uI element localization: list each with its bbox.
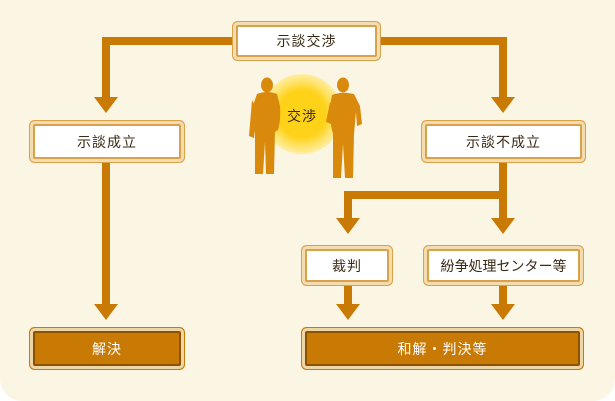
negotiation-label: 交渉 xyxy=(262,106,342,126)
node-settlement-negotiation: 示談交渉 xyxy=(236,25,377,57)
node-settlement-failed: 示談不成立 xyxy=(425,124,582,159)
arrowhead-option2-result xyxy=(491,304,515,320)
connector-top-left xyxy=(106,41,236,98)
node-trial: 裁判 xyxy=(305,249,389,282)
arrowhead-left-result xyxy=(94,304,118,320)
node-settlement-reached: 示談成立 xyxy=(33,124,181,159)
person-right-icon xyxy=(324,76,364,180)
arrowhead-left-branch xyxy=(94,97,118,113)
arrowhead-option1 xyxy=(336,218,360,234)
node-resolution: 解決 xyxy=(33,331,181,366)
node-settlement-judgment: 和解・判決等 xyxy=(305,331,580,366)
person-left-icon xyxy=(247,76,283,176)
arrowhead-option1-result xyxy=(336,304,360,320)
node-dispute-center: 紛争処理センター等 xyxy=(427,249,580,282)
arrowhead-option2 xyxy=(491,218,515,234)
connector-right-split xyxy=(348,160,503,219)
arrowhead-right-branch xyxy=(491,97,515,113)
connector-top-right xyxy=(377,41,503,98)
